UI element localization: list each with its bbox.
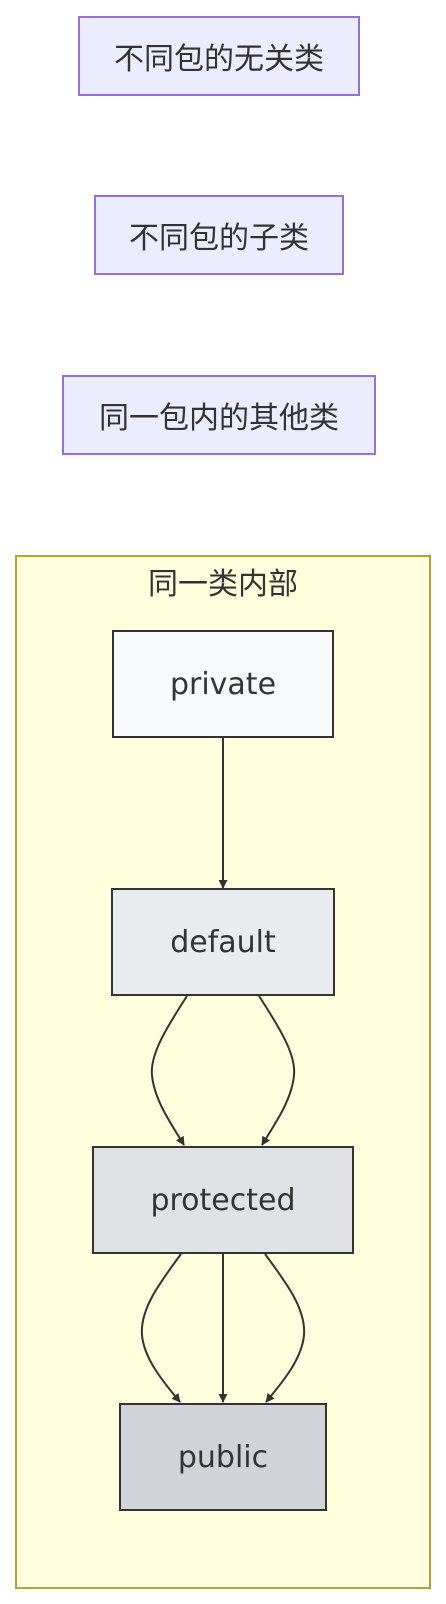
node-default[interactable]: default bbox=[111, 888, 335, 996]
node-label: default bbox=[170, 924, 276, 960]
node-label: 同一包内的其他类 bbox=[99, 401, 339, 436]
node-label: 不同包的无关类 bbox=[114, 42, 324, 77]
edge-default-to-protected-left bbox=[150, 995, 188, 1146]
node-public[interactable]: public bbox=[119, 1403, 327, 1511]
node-private[interactable]: private bbox=[112, 630, 334, 738]
node-subclass-other-package[interactable]: 不同包的子类 bbox=[94, 195, 344, 275]
edge-protected-to-public-left bbox=[140, 1253, 182, 1403]
node-unrelated-class-other-package[interactable]: 不同包的无关类 bbox=[78, 16, 360, 96]
node-label: protected bbox=[150, 1182, 296, 1218]
edge-default-to-protected-right bbox=[258, 995, 296, 1146]
subgraph-title: 同一类内部 bbox=[148, 567, 298, 602]
node-label: public bbox=[177, 1439, 269, 1475]
node-other-class-same-package[interactable]: 同一包内的其他类 bbox=[62, 375, 376, 455]
edge-protected-to-public-right bbox=[264, 1253, 306, 1403]
node-protected[interactable]: protected bbox=[92, 1146, 354, 1254]
node-label: private bbox=[169, 666, 277, 702]
node-label: 不同包的子类 bbox=[129, 221, 309, 256]
